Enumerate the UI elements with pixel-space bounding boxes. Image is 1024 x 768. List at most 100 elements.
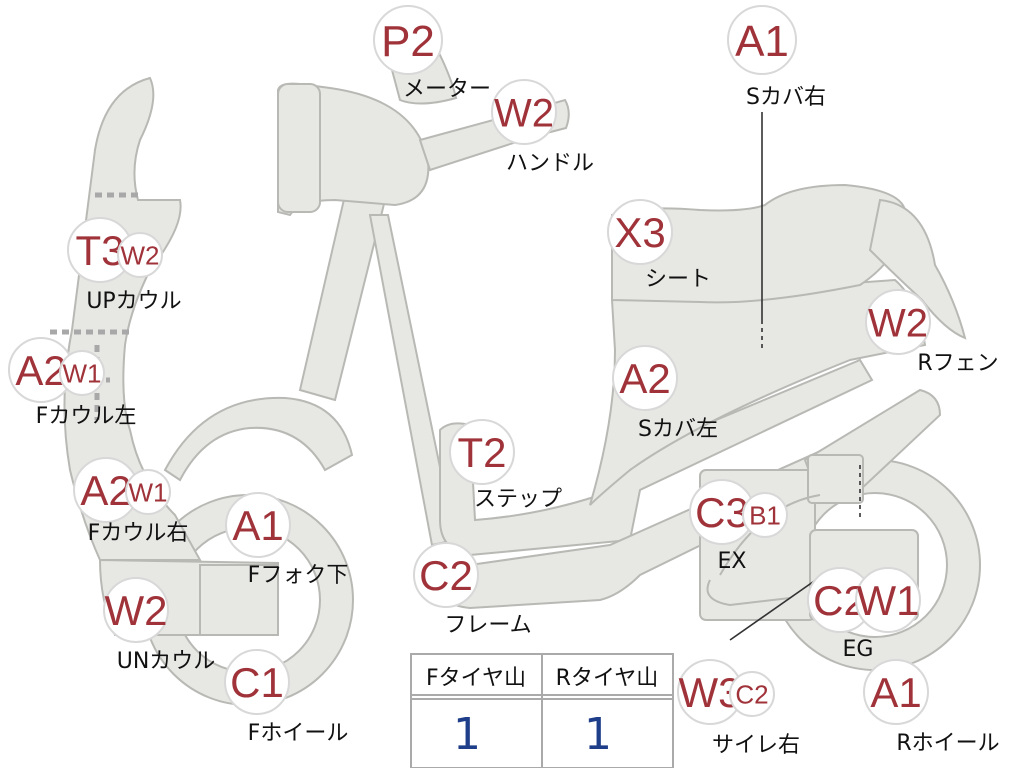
grade-badge-circle (103, 577, 169, 643)
grade-badge: W1 (855, 567, 921, 633)
rear-fender-shape (868, 198, 967, 340)
grade-code: W1 (63, 358, 102, 388)
fork-shape (199, 564, 279, 636)
grade-badge: W1 (59, 350, 105, 396)
grade-badge-circle (727, 5, 797, 75)
part-label: シート (645, 267, 711, 292)
grade-code: W1 (129, 477, 168, 507)
grade-code: W1 (857, 577, 920, 624)
grade-code: C2 (735, 679, 768, 709)
part-handle: W2 ハンドル (491, 79, 594, 176)
part-label: Fホイール (248, 721, 349, 746)
part-label: Sカバ右 (746, 85, 826, 110)
grade-badge-circle (117, 232, 163, 278)
grade-badge: C2 (413, 542, 479, 608)
part-label: フレーム (444, 613, 531, 638)
part-label: UPカウル (86, 289, 181, 314)
grade-badge: C1 (224, 649, 290, 715)
grade-badge: A1 (863, 659, 929, 725)
part-label: Fフォク下 (248, 563, 349, 588)
grade-code: B1 (749, 500, 781, 530)
grade-code: A1 (735, 17, 789, 66)
grade-badge: W1 (125, 469, 171, 515)
grade-badge: C2 (729, 671, 775, 717)
part-label: ハンドル (506, 151, 594, 176)
grade-code: W2 (105, 587, 168, 634)
part-label: EG (843, 637, 874, 662)
grade-code: A2 (15, 347, 66, 394)
grade-code: C2 (419, 552, 473, 599)
part-label: Rフェン (917, 351, 998, 376)
grade-badge: X3 (607, 199, 673, 265)
grade-badge: T3 (67, 217, 133, 283)
front-tire-header: Fタイヤ山 (426, 666, 526, 691)
grade-code: A1 (232, 502, 283, 549)
part-label: サイレ右 (712, 733, 800, 758)
rear-tire-header: Rタイヤ山 (556, 666, 659, 691)
grade-badge-circle (865, 289, 931, 355)
grade-badge-circle (729, 671, 775, 717)
part-label: Sカバ左 (638, 417, 718, 442)
front-fender-shape (163, 396, 354, 482)
part-meter: P2 メーター (373, 5, 491, 102)
grade-code: W2 (494, 91, 554, 135)
front-tire-value: 1 (453, 709, 481, 760)
seat-shape (611, 183, 907, 304)
grade-badge: C2 (807, 567, 873, 633)
grade-badge-circle (863, 659, 929, 725)
rear-tire-value: 1 (584, 709, 612, 760)
grade-badge: W2 (103, 577, 169, 643)
grade-badge: W2 (491, 79, 557, 145)
grade-badge-circle (413, 542, 479, 608)
grade-badge: T2 (449, 419, 515, 485)
part-label: UNカウル (117, 649, 216, 674)
grade-code: W2 (868, 301, 928, 345)
grade-badge-circle (225, 492, 291, 558)
grade-badge-circle (373, 5, 443, 75)
grade-badge: B1 (742, 492, 788, 538)
grade-code: A1 (870, 669, 921, 716)
part-label: Fカウル右 (88, 521, 189, 546)
part-label: Rホイール (896, 731, 999, 756)
grade-code: A2 (619, 355, 670, 402)
grade-code: W2 (121, 240, 160, 270)
grade-badge: A2 (612, 345, 678, 411)
grade-badge-circle (855, 567, 921, 633)
grade-badge-circle (59, 350, 105, 396)
grade-badge: A1 (727, 5, 797, 75)
grade-badge-circle (224, 649, 290, 715)
part-label: ステップ (474, 487, 562, 512)
grade-code: P2 (381, 17, 435, 66)
headlight-shape (277, 83, 321, 213)
grade-badge-circle (449, 419, 515, 485)
grade-code: T3 (75, 227, 124, 274)
grade-badge: A1 (225, 492, 291, 558)
grade-code: A2 (80, 467, 131, 514)
grade-code: C3 (695, 489, 749, 536)
grade-badge-circle (742, 492, 788, 538)
grade-badge: W2 (865, 289, 931, 355)
grade-badge: A2 (8, 337, 74, 403)
part-label: メーター (403, 77, 491, 102)
grade-code: C1 (230, 659, 284, 706)
grade-badge: W2 (117, 232, 163, 278)
grade-badge: C3 (689, 479, 755, 545)
grade-badge: A2 (73, 457, 139, 523)
part-label: Fカウル左 (36, 404, 137, 429)
grade-badge: P2 (373, 5, 443, 75)
